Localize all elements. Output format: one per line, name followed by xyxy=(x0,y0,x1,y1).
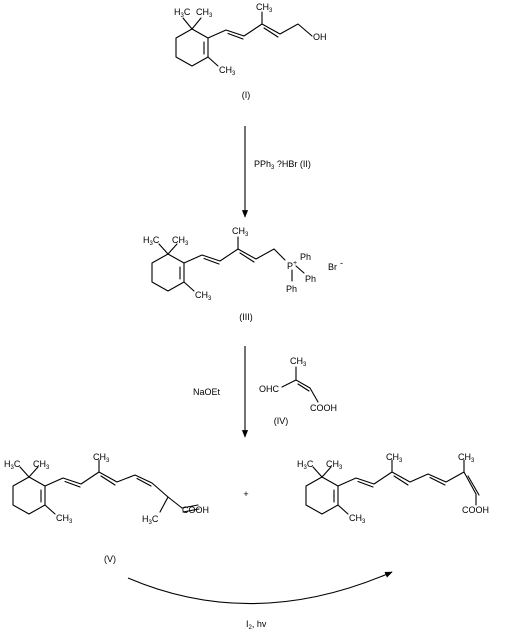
svg-text:CH3: CH3 xyxy=(196,7,213,19)
svg-text:H3C: H3C xyxy=(4,459,21,471)
methyl-subscript: 3 xyxy=(106,458,110,464)
methyl-label: CH xyxy=(349,513,362,523)
svg-text:P+: P+ xyxy=(287,260,297,271)
methyl-subscript: 3 xyxy=(150,241,154,247)
compound-I-label: (I) xyxy=(242,90,251,100)
svg-text:CH3: CH3 xyxy=(256,2,273,14)
svg-text:CH3: CH3 xyxy=(232,226,249,238)
methyl-subscript: 3 xyxy=(149,520,153,526)
carboxyl-label: COOH xyxy=(310,403,337,413)
phenyl-label: Ph xyxy=(305,274,316,284)
aldehyde-label: OHC xyxy=(259,384,280,394)
methyl-subscript: 3 xyxy=(269,8,273,14)
methyl-subscript: 3 xyxy=(208,296,212,302)
methyl-subscript: 3 xyxy=(399,458,403,464)
methyl-label: CH xyxy=(219,65,232,75)
isomerization-arrow xyxy=(127,571,393,605)
phenyl-label: Ph xyxy=(286,284,297,294)
methyl-subscript: 3 xyxy=(209,13,213,19)
methyl-label: CH xyxy=(386,452,399,462)
hydroxyl-label: OH xyxy=(313,32,327,42)
phosphorus-label: P xyxy=(287,261,293,271)
svg-text:CH3: CH3 xyxy=(290,356,307,368)
phenyl-label: Ph xyxy=(300,252,311,262)
methyl-label: H xyxy=(174,7,181,17)
methyl-subscript: 3 xyxy=(245,232,249,238)
methyl-subscript: 3 xyxy=(362,519,366,525)
svg-text:H3C: H3C xyxy=(143,235,160,247)
methyl-label: CH xyxy=(195,290,208,300)
reagent-ii: PPh3 ?HBr (II) xyxy=(254,159,311,171)
compound-V-structure xyxy=(12,459,200,515)
svg-text:H3C: H3C xyxy=(142,514,159,526)
methyl-label: CH xyxy=(256,2,269,12)
svg-text:CH3: CH3 xyxy=(386,452,403,464)
plus-sign: + xyxy=(243,489,248,499)
svg-text:Br-: Br- xyxy=(328,258,343,272)
compound-III-label: (III) xyxy=(239,312,253,322)
methyl-label: H xyxy=(297,459,304,469)
svg-text:CH3: CH3 xyxy=(326,459,343,471)
methyl-carbon: C xyxy=(184,7,191,17)
methyl-label: CH xyxy=(232,226,245,236)
methyl-subscript: 3 xyxy=(69,519,73,525)
methyl-subscript: 3 xyxy=(181,13,185,19)
methyl-label: CH xyxy=(33,459,46,469)
methyl-subscript: 3 xyxy=(185,241,189,247)
svg-text:H3C: H3C xyxy=(174,7,191,19)
svg-text:CH3: CH3 xyxy=(458,452,475,464)
methyl-label: H xyxy=(142,514,149,524)
svg-text:CH3: CH3 xyxy=(219,65,236,77)
methyl-carbon: C xyxy=(14,459,21,469)
methyl-carbon: C xyxy=(307,459,314,469)
methyl-label: CH xyxy=(458,452,471,462)
methyl-carbon: C xyxy=(152,514,159,524)
methyl-label: CH xyxy=(93,452,106,462)
bromide-label: Br xyxy=(328,262,337,272)
compound-III-structure xyxy=(151,236,305,292)
methyl-subscript: 3 xyxy=(232,71,236,77)
methyl-label: CH xyxy=(290,356,303,366)
carboxyl-label: COOH xyxy=(182,505,209,515)
svg-text:CH3: CH3 xyxy=(56,513,73,525)
reagent-naoet: NaOEt xyxy=(193,387,221,397)
methyl-label: H xyxy=(143,235,150,245)
methyl-label: CH xyxy=(56,513,69,523)
compound-IV-structure xyxy=(281,366,319,403)
svg-text:CH3: CH3 xyxy=(195,290,212,302)
bromide-charge: - xyxy=(340,258,343,268)
methyl-label: H xyxy=(4,459,11,469)
svg-text:CH3: CH3 xyxy=(33,459,50,471)
methyl-subscript: 3 xyxy=(11,465,15,471)
compound-IV-label: (IV) xyxy=(274,416,289,426)
methyl-subscript: 3 xyxy=(304,465,308,471)
methyl-subscript: 3 xyxy=(339,465,343,471)
compound-I-structure xyxy=(175,11,313,67)
phosphonium-charge: + xyxy=(293,260,297,267)
svg-text:H3C: H3C xyxy=(297,459,314,471)
svg-text:CH3: CH3 xyxy=(172,235,189,247)
carboxyl-label: COOH xyxy=(462,505,489,515)
reagent-iodine-light: I2, hv xyxy=(246,619,267,631)
methyl-subscript: 3 xyxy=(46,465,50,471)
methyl-subscript: 3 xyxy=(471,458,475,464)
compound-VI-structure xyxy=(305,459,480,515)
svg-text:CH3: CH3 xyxy=(349,513,366,525)
methyl-label: CH xyxy=(326,459,339,469)
methyl-label: CH xyxy=(172,235,185,245)
methyl-label: CH xyxy=(196,7,209,17)
compound-V-label: (V) xyxy=(104,554,116,564)
svg-text:CH3: CH3 xyxy=(93,452,110,464)
methyl-carbon: C xyxy=(153,235,160,245)
methyl-subscript: 3 xyxy=(303,362,307,368)
